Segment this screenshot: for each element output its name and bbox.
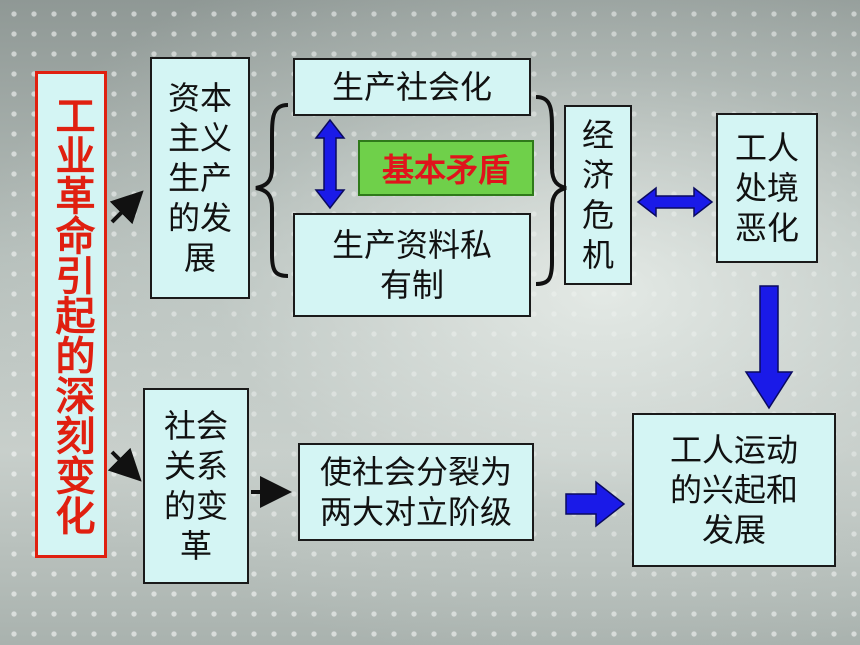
workers-condition-box: 工人 处境 恶化 <box>716 113 818 263</box>
title-box: 工业革命引起的深刻变化 <box>35 71 107 558</box>
private-ownership-text: 生产资料私 有制 <box>331 226 492 304</box>
economic-crisis-text: 经 济 危 机 <box>581 116 614 274</box>
labor-movement-text: 工人运动 的兴起和 发展 <box>669 431 798 549</box>
socialization-box: 生产社会化 <box>293 58 531 116</box>
capitalism-development-text: 资本 主义 生产 的发 展 <box>167 79 232 277</box>
down-arrow-to-labor-movement <box>744 285 794 410</box>
left-brace <box>255 103 289 278</box>
core-contradiction-text: 基本矛盾 <box>381 151 510 189</box>
capitalism-development-box: 资本 主义 生产 的发 展 <box>150 57 250 299</box>
class-split-text: 使社会分裂为 两大对立阶级 <box>319 453 512 531</box>
right-arrow-to-labor-movement <box>565 480 626 528</box>
arrow-to-capitalism <box>109 190 144 225</box>
right-brace <box>535 95 567 286</box>
core-contradiction-box: 基本矛盾 <box>358 140 534 196</box>
arrow-to-social-relations <box>107 447 142 482</box>
workers-condition-text: 工人 处境 恶化 <box>734 129 799 247</box>
social-relations-text: 社会 关系 的变 革 <box>163 407 228 565</box>
contradiction-double-arrow <box>314 118 346 210</box>
labor-movement-box: 工人运动 的兴起和 发展 <box>632 413 836 567</box>
class-split-box: 使社会分裂为 两大对立阶级 <box>298 443 534 541</box>
social-relations-box: 社会 关系 的变 革 <box>143 388 249 584</box>
diagram-title: 工业革命引起的深刻变化 <box>48 94 95 535</box>
socialization-text: 生产社会化 <box>331 68 492 106</box>
private-ownership-box: 生产资料私 有制 <box>293 213 531 317</box>
economic-crisis-box: 经 济 危 机 <box>564 105 632 285</box>
crisis-workers-double-arrow <box>636 186 714 218</box>
